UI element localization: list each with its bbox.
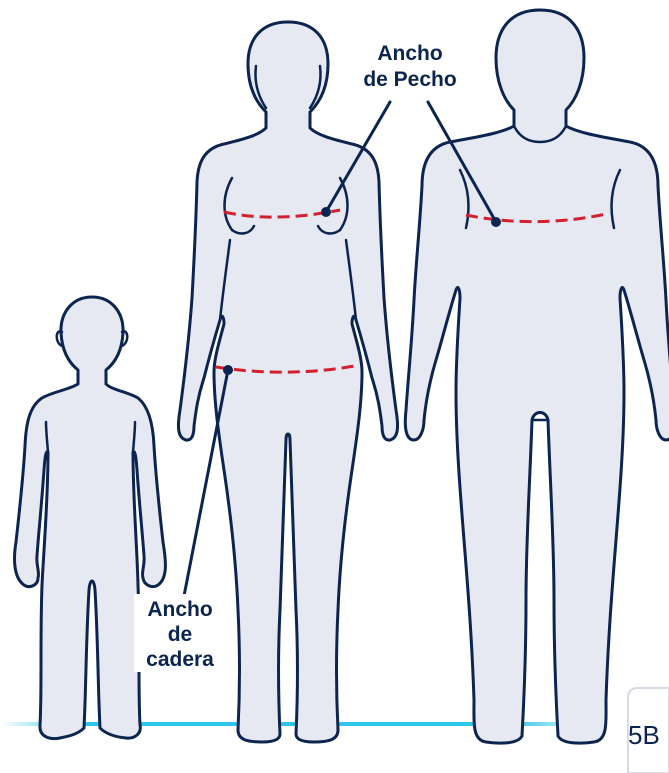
hip-label-line-2: de xyxy=(168,623,193,646)
hip-point xyxy=(223,365,233,375)
chest-label-line-2: de Pecho xyxy=(363,68,456,91)
chest-width-label: Ancho de Pecho xyxy=(352,36,474,96)
man-silhouette xyxy=(403,8,669,745)
hip-width-label: Ancho de cadera xyxy=(134,594,226,672)
chest-label-line-1: Ancho xyxy=(377,42,442,65)
chest-point-man xyxy=(491,217,501,227)
chest-leader-line-man xyxy=(426,100,498,224)
size-badge: 5B xyxy=(627,687,669,773)
child-silhouette xyxy=(13,295,167,741)
hip-label-line-1: Ancho xyxy=(147,598,212,621)
woman-chest-measure-line xyxy=(223,208,341,219)
hip-label-line-3: cadera xyxy=(146,648,214,671)
chest-point-woman xyxy=(321,207,331,217)
badge-label: 5B xyxy=(628,720,660,750)
hip-leader-line xyxy=(182,368,230,598)
chest-leader-line-woman xyxy=(324,100,392,214)
